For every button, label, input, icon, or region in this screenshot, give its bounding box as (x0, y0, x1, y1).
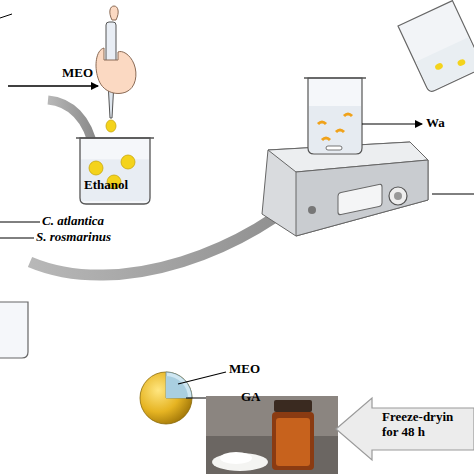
stirred-beaker (304, 78, 366, 154)
pipette-hand (96, 6, 136, 132)
beaker-partial (0, 302, 28, 358)
beaker-outline (76, 132, 154, 204)
pouring-beaker (398, 1, 474, 93)
process-arrow (8, 85, 98, 86)
leader-arrow (362, 123, 422, 124)
microcapsule (140, 372, 192, 424)
species-label: S. rosmarinus (36, 230, 111, 244)
leader-line (178, 372, 226, 384)
node-text: Freeze-dryin for 48 h (382, 410, 472, 440)
leader-line (0, 14, 12, 18)
leader-line (0, 222, 40, 223)
core-label: MEO (229, 362, 260, 376)
leader-line (432, 194, 474, 195)
magnetic-stirrer (262, 142, 428, 236)
leader-line (0, 238, 34, 239)
node-text: Ethanol (84, 178, 154, 193)
process-arrow-box: Freeze-dryin for 48 h (336, 398, 474, 460)
solvent-beaker: Ethanol (76, 132, 154, 204)
material-label: MEO (62, 66, 93, 80)
component-label: Wa (426, 116, 445, 130)
wall-label: GA (241, 390, 261, 404)
product-photo (206, 396, 338, 474)
species-label: C. atlantica (42, 214, 104, 228)
